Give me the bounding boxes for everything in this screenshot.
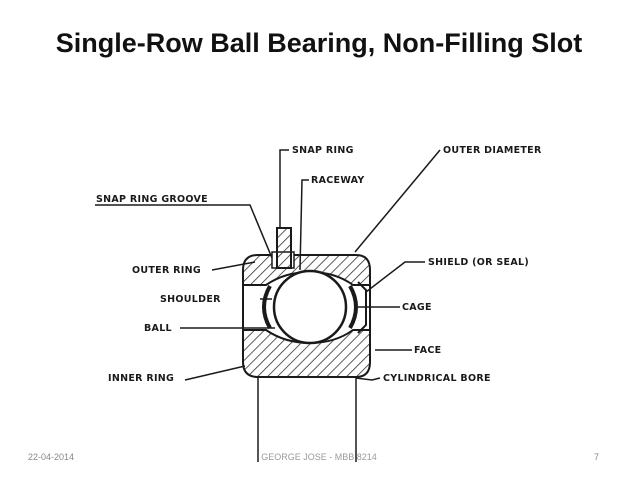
leader-raceway bbox=[299, 179, 309, 271]
label-outer-diameter: OUTER DIAMETER bbox=[443, 145, 542, 156]
label-raceway: RACEWAY bbox=[311, 175, 365, 186]
leader-outer-ring bbox=[211, 261, 256, 271]
inner-ring-section bbox=[242, 329, 371, 378]
page-number: 7 bbox=[594, 452, 600, 462]
label-shoulder: SHOULDER bbox=[160, 294, 221, 305]
leader-shield bbox=[365, 261, 425, 293]
cage-right bbox=[348, 285, 358, 329]
leader-snap-ring-groove bbox=[95, 204, 273, 259]
label-ball: BALL bbox=[144, 323, 172, 334]
leader-snap-ring bbox=[279, 149, 289, 228]
slide-title: Single-Row Ball Bearing, Non-Filling Slo… bbox=[55, 28, 583, 58]
leader-cylindrical-bore bbox=[355, 377, 381, 381]
snap-ring bbox=[276, 227, 292, 269]
label-face: FACE bbox=[414, 345, 441, 356]
footer-date: 22-04-2014 bbox=[28, 452, 75, 462]
label-cage: CAGE bbox=[402, 302, 432, 313]
footer-author: GEORGE JOSE - MBB 8214 bbox=[261, 452, 377, 462]
leader-outer-diameter bbox=[354, 149, 441, 253]
ball bbox=[272, 269, 348, 345]
label-outer-ring: OUTER RING bbox=[132, 265, 201, 276]
label-snap-ring: SNAP RING bbox=[292, 145, 354, 156]
cage-left bbox=[262, 285, 272, 329]
label-snap-ring-groove: SNAP RING GROOVE bbox=[96, 194, 208, 205]
label-cylindrical-bore: CYLINDRICAL BORE bbox=[383, 373, 491, 384]
leader-inner-ring bbox=[184, 365, 246, 381]
label-shield: SHIELD (OR SEAL) bbox=[428, 257, 529, 268]
label-inner-ring: INNER RING bbox=[108, 373, 174, 384]
